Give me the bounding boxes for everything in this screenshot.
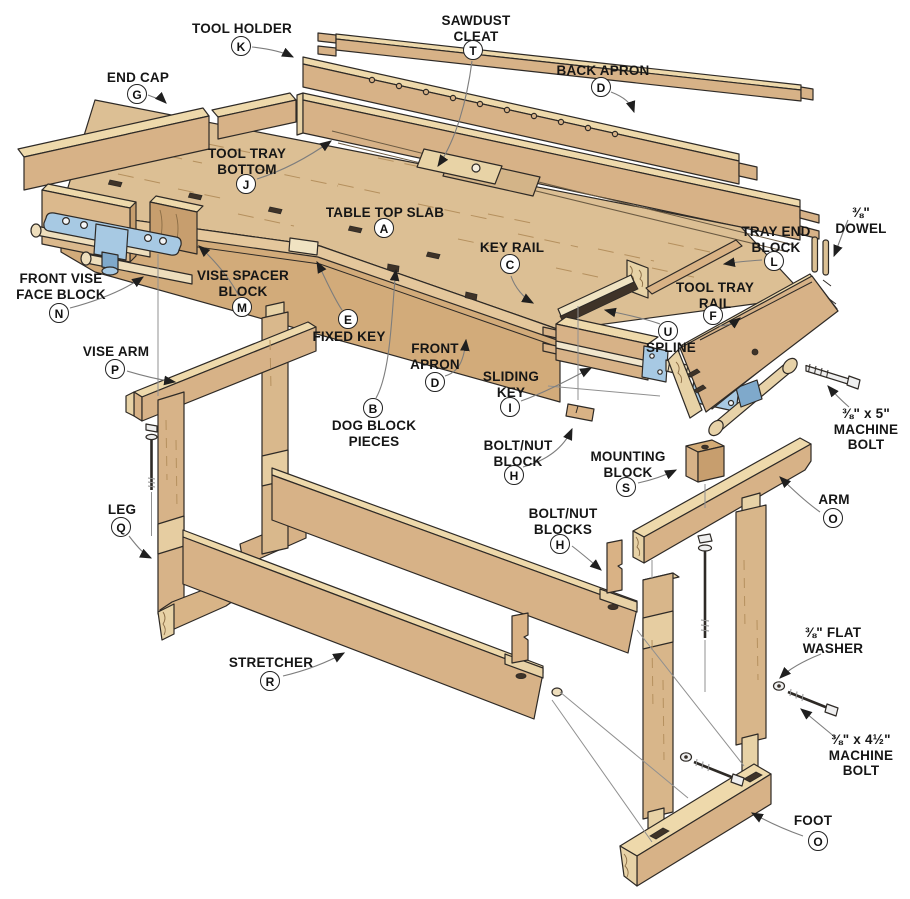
callout-c: C xyxy=(500,254,520,274)
label-table-top-slab: TABLE TOP SLAB xyxy=(325,205,445,220)
dowel xyxy=(822,239,830,276)
right-trestle xyxy=(619,437,839,887)
leg-right-rear xyxy=(735,504,767,746)
stretcher-front xyxy=(182,536,544,720)
loose-parts xyxy=(511,236,861,664)
label-tool-tray-bottom: TOOL TRAY BOTTOM xyxy=(207,146,287,177)
label-sliding-key: SLIDING KEY xyxy=(482,369,540,400)
label-dowel: ⅜" DOWEL xyxy=(835,205,887,236)
label-spline: SPLINE xyxy=(646,340,696,355)
flat-washer xyxy=(679,752,693,762)
back-apron xyxy=(296,92,820,241)
callout-a: A xyxy=(374,218,394,238)
callout-j: J xyxy=(236,174,256,194)
tray-end-block xyxy=(645,239,743,295)
label-arm: ARM xyxy=(818,492,850,507)
flat-washer xyxy=(772,681,786,691)
label-key-rail: KEY RAIL xyxy=(479,240,545,255)
label-back-apron: BACK APRON xyxy=(556,63,650,78)
fixed-key xyxy=(288,237,319,256)
machine-bolt-5in xyxy=(805,363,861,390)
callout-k: K xyxy=(231,36,251,56)
label-tool-holder: TOOL HOLDER xyxy=(192,21,292,36)
callout-d2: D xyxy=(425,372,445,392)
label-machine-bolt-5: ⅜" x 5" MACHINE BOLT xyxy=(833,406,899,452)
callout-m: M xyxy=(232,297,252,317)
callout-e: E xyxy=(338,309,358,329)
label-front-apron: FRONT APRON xyxy=(410,341,460,372)
label-bolt-nut-blocks: BOLT/NUT BLOCKS xyxy=(528,506,598,537)
label-flat-washer: ⅜" FLAT WASHER xyxy=(802,625,864,656)
bolt-nut-block xyxy=(565,403,595,422)
arm xyxy=(643,443,812,564)
callout-i: I xyxy=(500,397,520,417)
label-sawdust-cleat: SAWDUST CLEAT xyxy=(441,13,511,44)
label-machine-bolt-45: ⅜" x 4½" MACHINE BOLT xyxy=(828,732,894,778)
left-trestle xyxy=(125,301,317,641)
callout-o2: O xyxy=(808,831,828,851)
label-dog-block-pieces: DOG BLOCK PIECES xyxy=(331,418,417,449)
tool-holder-rail xyxy=(317,32,814,102)
vise-arm xyxy=(141,326,317,422)
front-vise xyxy=(30,183,204,285)
bolt-nut-block xyxy=(606,539,623,594)
leg-front xyxy=(157,391,185,615)
machine-bolt xyxy=(145,423,158,536)
label-front-vise-face-block: FRONT VISE FACE BLOCK xyxy=(16,271,106,302)
label-bolt-nut-block: BOLT/NUT BLOCK xyxy=(483,438,553,469)
callout-g: G xyxy=(127,84,147,104)
machine-bolt-45in xyxy=(693,758,745,787)
label-mounting-block: MOUNTING BLOCK xyxy=(590,449,666,480)
spline xyxy=(557,274,635,317)
label-fixed-key: FIXED KEY xyxy=(312,329,386,344)
callout-s: S xyxy=(616,477,636,497)
stretchers xyxy=(182,467,638,720)
callout-r: R xyxy=(260,671,280,691)
callout-p: P xyxy=(105,359,125,379)
callout-t: T xyxy=(463,40,483,60)
tool-notches xyxy=(368,76,619,138)
tool-holder xyxy=(302,56,758,185)
callout-n: N xyxy=(49,303,69,323)
callout-b: B xyxy=(363,398,383,418)
label-tray-end-block: TRAY END BLOCK xyxy=(741,224,811,255)
leader-lines xyxy=(69,46,850,837)
machine-bolt xyxy=(697,533,713,692)
callout-d1: D xyxy=(591,77,611,97)
stretcher-back xyxy=(271,474,638,654)
dog-holes xyxy=(107,179,441,260)
label-leg: LEG xyxy=(107,502,137,517)
tool-tray-rail xyxy=(667,273,839,419)
bolt-nut-block xyxy=(511,612,529,664)
label-foot: FOOT xyxy=(793,813,833,828)
callout-h1: H xyxy=(504,465,524,485)
label-stretcher: STRETCHER xyxy=(228,655,314,670)
label-end-cap: END CAP xyxy=(106,70,170,85)
end-cap xyxy=(17,92,297,191)
callout-u: U xyxy=(658,321,678,341)
callout-l: L xyxy=(764,251,784,271)
label-vise-arm: VISE ARM xyxy=(82,344,150,359)
callout-f: F xyxy=(703,305,723,325)
label-vise-spacer-block: VISE SPACER BLOCK xyxy=(197,268,289,299)
callout-q: Q xyxy=(111,517,131,537)
barrel-nut xyxy=(551,687,563,697)
machine-bolt-45in xyxy=(787,688,839,717)
dowel xyxy=(811,236,819,273)
callout-h2: H xyxy=(550,534,570,554)
callout-o1: O xyxy=(823,508,843,528)
assembly-lines xyxy=(157,254,745,843)
